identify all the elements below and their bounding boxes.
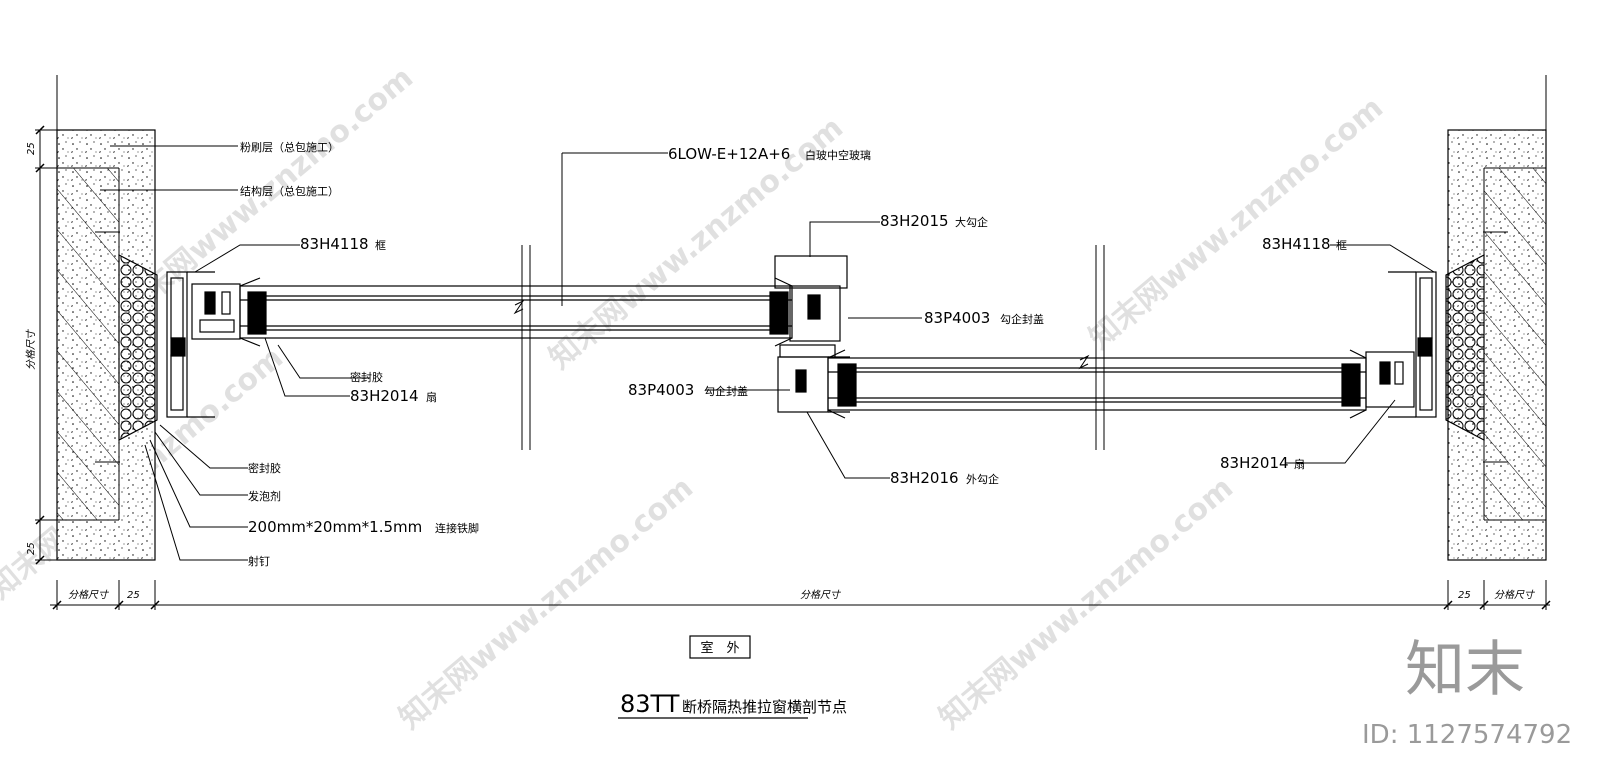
leader-lines [100, 145, 1435, 561]
title-text: 断桥隔热推拉窗横剖节点 [682, 698, 847, 716]
outdoor-label: 室 外 [700, 640, 739, 656]
hook-seal-right-label: 83P4003 [924, 309, 990, 327]
sash-left-label: 83H2014 [350, 387, 419, 405]
break-lines [521, 245, 1105, 450]
watermark-text: 知末网www.znzmo.com [1083, 90, 1390, 356]
sash-left-note: 扇 [426, 390, 437, 404]
dim-side-left: 分格尺寸 [25, 328, 37, 370]
frame-right-label: 83H4118 [1262, 235, 1331, 253]
right-frame-profile [1365, 271, 1437, 418]
outer-hook-note: 外勾企 [966, 472, 999, 486]
outdoor-tag: 室 外 [689, 635, 751, 659]
big-hook-label: 83H2015 [880, 212, 949, 230]
labels: 粉刷层（总包施工） 结构层（总包施工） 6LOW-E+12A+6 白玻中空玻璃 … [240, 140, 1347, 568]
frame-right-note: 框 [1336, 239, 1347, 252]
bracket-label: 200mm*20mm*1.5mm [248, 518, 422, 536]
outer-hook-label: 83H2016 [890, 469, 959, 487]
sealant-top-label: 密封胶 [350, 370, 383, 384]
sash-right-label: 83H2014 [1220, 454, 1289, 472]
left-frame-profile [166, 271, 241, 418]
frame-left-note: 框 [375, 239, 386, 252]
left-sash [239, 277, 793, 347]
brand-logo: 知末 [1405, 635, 1525, 705]
dim-bottom-left-cell: 分格尺寸 [68, 589, 110, 601]
dim-top-left: 25 [26, 142, 37, 155]
structure-layer-label: 结构层（总包施工） [240, 184, 339, 198]
brand-id: ID: 1127574792 [1362, 720, 1572, 750]
dim-bottom-right-25: 25 [1458, 590, 1471, 601]
glass-note: 白玻中空玻璃 [805, 148, 871, 162]
left-foam [118, 254, 158, 441]
hook-seal-right-note: 勾企封盖 [1000, 312, 1044, 326]
dim-bottom-left: 25 [26, 542, 37, 555]
right-wall [1445, 75, 1547, 561]
frame-left-label: 83H4118 [300, 235, 369, 253]
right-sash [827, 349, 1367, 419]
hook-seal-mid-label: 83P4003 [628, 381, 694, 399]
dim-bottom-left-25: 25 [127, 590, 140, 601]
plaster-layer-label: 粉刷层（总包施工） [240, 140, 339, 154]
glass-label: 6LOW-E+12A+6 [668, 145, 790, 163]
foam-label: 发泡剂 [248, 489, 281, 503]
drawing-title: 83TT 断桥隔热推拉窗横剖节点 [618, 690, 847, 719]
bracket-note: 连接铁脚 [435, 521, 479, 535]
sealant-bottom-label: 密封胶 [248, 461, 281, 475]
right-foam [1445, 254, 1485, 441]
dim-bottom-right-cell: 分格尺寸 [1494, 589, 1536, 601]
hook-seal-mid-note: 勾企封盖 [704, 384, 748, 398]
center-interlock [774, 255, 850, 413]
dimension-text: 25 25 分格尺寸 分格尺寸 25 分格尺寸 25 分格尺寸 [25, 142, 1536, 601]
dim-bottom-center: 分格尺寸 [800, 589, 842, 601]
big-hook-note: 大勾企 [955, 215, 988, 229]
brand-watermark: 知末 ID: 1127574792 [1362, 635, 1572, 750]
nail-label: 射钉 [248, 554, 270, 568]
watermark-text: 知末网www.znzmo.com [933, 470, 1240, 736]
dimension-lines [35, 125, 1551, 610]
title-number: 83TT [620, 690, 680, 718]
left-wall [56, 75, 158, 561]
sash-right-note: 扇 [1294, 457, 1305, 471]
